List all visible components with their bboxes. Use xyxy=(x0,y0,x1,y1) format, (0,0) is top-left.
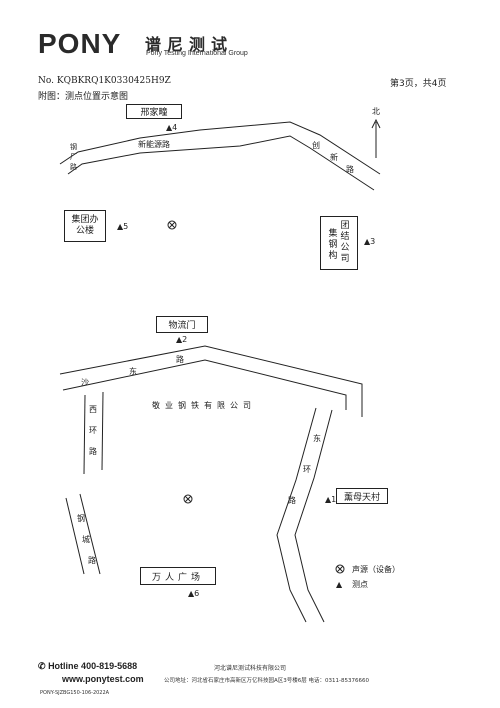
footer-address: 公司地址：河北省石家庄市高新区万亿科技园A区3号楼6层 电话：0311-8537… xyxy=(164,678,369,684)
steel-char-4: 团 xyxy=(340,221,350,231)
figure-caption: 附图：测点位置示意图 xyxy=(38,92,129,102)
phone-icon: ✆ xyxy=(38,661,46,671)
shadong-road-upper-edge xyxy=(59,345,363,417)
steel-char-2: 钢 xyxy=(328,239,338,250)
hotline: ✆ Hotline 400-819-5688 xyxy=(38,661,137,672)
road-label-xin: 新 xyxy=(330,152,338,162)
steel-char-7: 司 xyxy=(340,254,350,264)
steel-col-left: 集 钢 构 xyxy=(328,229,337,262)
road-label-xi: 西 xyxy=(89,405,97,414)
road-label-donghuan-huan: 环 xyxy=(303,465,311,474)
steel-char-6: 公 xyxy=(340,243,350,253)
road-label-donghuan-dong: 东 xyxy=(313,433,321,443)
point-4: ▲4 xyxy=(166,123,177,132)
road-label-gangcheng-lu: 路 xyxy=(88,555,96,565)
gangcheng-road-right-edge xyxy=(79,493,101,575)
road-label-xihuan-lu: 路 xyxy=(89,446,97,456)
group-office-line2: 公楼 xyxy=(75,226,94,236)
point-3: ▲3 xyxy=(364,237,375,246)
steel-char-3: 构 xyxy=(328,250,338,261)
noise-source-upper xyxy=(167,220,177,230)
point-5: ▲5 xyxy=(117,222,128,231)
road-label-donghuan-lu: 路 xyxy=(288,495,296,505)
building-xumu-village: 薰母天村 xyxy=(336,488,388,504)
shadong-road-lower-edge xyxy=(62,359,347,410)
xihuan-road-left-edge xyxy=(83,394,86,475)
road-label-gangcheng-gang: 钢 xyxy=(77,513,85,523)
building-group-office: 集团办 公楼 xyxy=(64,210,106,242)
jingye-steel-label: 敬业钢铁有限公司 xyxy=(152,400,256,410)
steel-col-right: 团 结 公 司 xyxy=(341,221,350,265)
road-label-lu: 路 xyxy=(346,164,354,174)
road-label-gang-2: 厂 xyxy=(70,153,77,161)
road-label-gang-1: 钢 xyxy=(70,142,77,151)
legend-source-icon xyxy=(335,564,345,574)
hotline-text: Hotline 400-819-5688 xyxy=(48,661,138,671)
footer-company: 河北谱尼测试科技有限公司 xyxy=(214,665,287,672)
north-label: 北 xyxy=(372,107,380,116)
legend-point-icon: ▲ xyxy=(336,580,343,589)
road-label-huan: 环 xyxy=(89,426,97,435)
gangcheng-road-left-edge xyxy=(65,497,85,575)
road-label-shadong-lu: 路 xyxy=(176,354,184,364)
steel-char-1: 集 xyxy=(328,228,338,239)
legend-source-label: 声源（设备） xyxy=(352,564,400,574)
road-label-sha: 沙 xyxy=(81,378,89,387)
point-2: ▲2 xyxy=(176,335,187,344)
report-number: No. KQBKRQ1K0330425H9Z xyxy=(38,76,171,86)
building-xingjiatuan: 邢家疃 xyxy=(126,104,182,119)
top-road-upper-edge xyxy=(59,121,381,175)
donghuan-road-right-edge xyxy=(294,409,333,623)
road-label-gang-3: 路 xyxy=(70,162,77,171)
building-wanren-square: 万人广场 xyxy=(140,567,216,585)
north-arrow-head xyxy=(371,118,381,129)
form-code: PONY-SJZBG150-106-2022A xyxy=(40,690,110,696)
road-label-dong: 东 xyxy=(129,366,137,376)
steel-char-5: 结 xyxy=(340,232,350,242)
point-1: ▲1 xyxy=(325,495,336,504)
noise-source-lower xyxy=(183,494,193,504)
xihuan-road-right-edge xyxy=(101,391,104,471)
company-name-en: Pony Testing International Group xyxy=(146,50,248,57)
website: www.ponytest.com xyxy=(62,674,144,684)
company-name-cn: 谱尼测试 xyxy=(145,35,234,54)
road-label-xinneng: 新能源路 xyxy=(138,139,170,149)
pony-logo: PONY xyxy=(38,28,122,59)
building-logistics-gate: 物流门 xyxy=(156,316,208,333)
point-6: ▲6 xyxy=(188,589,199,598)
page-indicator: 第3页，共4页 xyxy=(390,79,447,89)
group-office-line1: 集团办 xyxy=(71,215,99,225)
building-group-steel-structure: 集 钢 构 团 结 公 司 xyxy=(320,216,358,270)
donghuan-road-left-edge xyxy=(276,407,317,623)
road-label-chuang: 创 xyxy=(312,140,320,150)
legend-point-label: 测点 xyxy=(352,580,368,589)
road-label-gangcheng-cheng: 城 xyxy=(82,535,90,544)
top-road-lower-edge xyxy=(67,135,375,191)
